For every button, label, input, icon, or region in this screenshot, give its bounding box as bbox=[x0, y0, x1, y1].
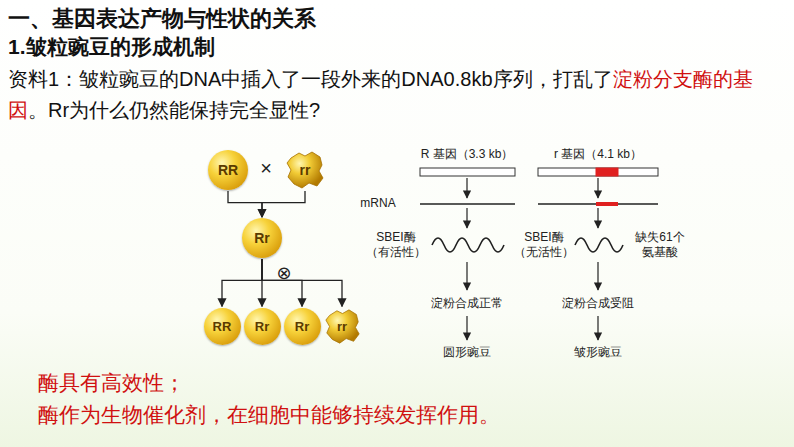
genotype-text: rr bbox=[300, 162, 311, 178]
gene-bars bbox=[420, 168, 658, 176]
round-pea: RR bbox=[208, 150, 248, 190]
enzyme-label: SBEI酶 （有活性） bbox=[366, 230, 426, 260]
genotype-text: Rr bbox=[255, 319, 269, 334]
phenotype-label: 圆形豌豆 bbox=[417, 345, 517, 360]
gene-label: R 基因（3.3 kb） bbox=[412, 147, 522, 162]
source-paragraph: 资料1：皱粒豌豆的DNA中插入了一段外来的DNA0.8kb序列，打乱了淀粉分支酶… bbox=[8, 64, 778, 126]
round-pea: RR bbox=[204, 308, 241, 345]
mrna-lines bbox=[420, 203, 658, 205]
round-pea: Rr bbox=[244, 308, 281, 345]
deletion-note: 缺失61个 氨基酸 bbox=[629, 230, 691, 260]
cross-arrow bbox=[228, 191, 262, 217]
genotype-text: rr bbox=[337, 319, 347, 334]
paragraph-text: 。Rr为什么仍然能保持完全显性? bbox=[28, 99, 320, 121]
conclusion-note: 酶作为生物催化剂，在细胞中能够持续发挥作用。 bbox=[38, 402, 778, 428]
genotype-text: RR bbox=[213, 319, 232, 334]
cross-symbol: × bbox=[254, 156, 278, 181]
wrinkled-pea: rr bbox=[324, 308, 361, 345]
genotype-text: Rr bbox=[254, 230, 270, 246]
wrinkled-pea: rr bbox=[285, 150, 325, 190]
result-label: 淀粉合成正常 bbox=[417, 296, 517, 311]
cross-arrow bbox=[222, 259, 262, 307]
section-heading: 1.皱粒豌豆的形成机制 bbox=[8, 34, 408, 60]
enzyme-label: SBEI酶 （无活性） bbox=[514, 230, 574, 260]
cross-arrow bbox=[262, 259, 302, 307]
result-label: 淀粉合成受阻 bbox=[548, 296, 648, 311]
round-pea: Rr bbox=[242, 218, 282, 258]
round-pea: Rr bbox=[284, 308, 321, 345]
genotype-text: Rr bbox=[295, 319, 309, 334]
cross-arrow bbox=[262, 259, 342, 307]
slide-title: 一、基因表达产物与性状的关系 bbox=[8, 4, 316, 34]
conclusion-note: 酶具有高效性； bbox=[38, 370, 738, 396]
phenotype-label: 皱形豌豆 bbox=[548, 345, 648, 360]
flow-arrows bbox=[467, 178, 598, 340]
selfing-symbol: ⊗ bbox=[272, 262, 296, 285]
paragraph-text: 资料1：皱粒豌豆的DNA中插入了一段外来的DNA0.8kb序列，打乱了 bbox=[8, 68, 613, 90]
cross-arrow bbox=[262, 191, 305, 217]
mrna-label: mRNA bbox=[353, 196, 403, 211]
genotype-text: RR bbox=[218, 162, 238, 178]
gene-label: r 基因（4.1 kb） bbox=[543, 147, 653, 162]
